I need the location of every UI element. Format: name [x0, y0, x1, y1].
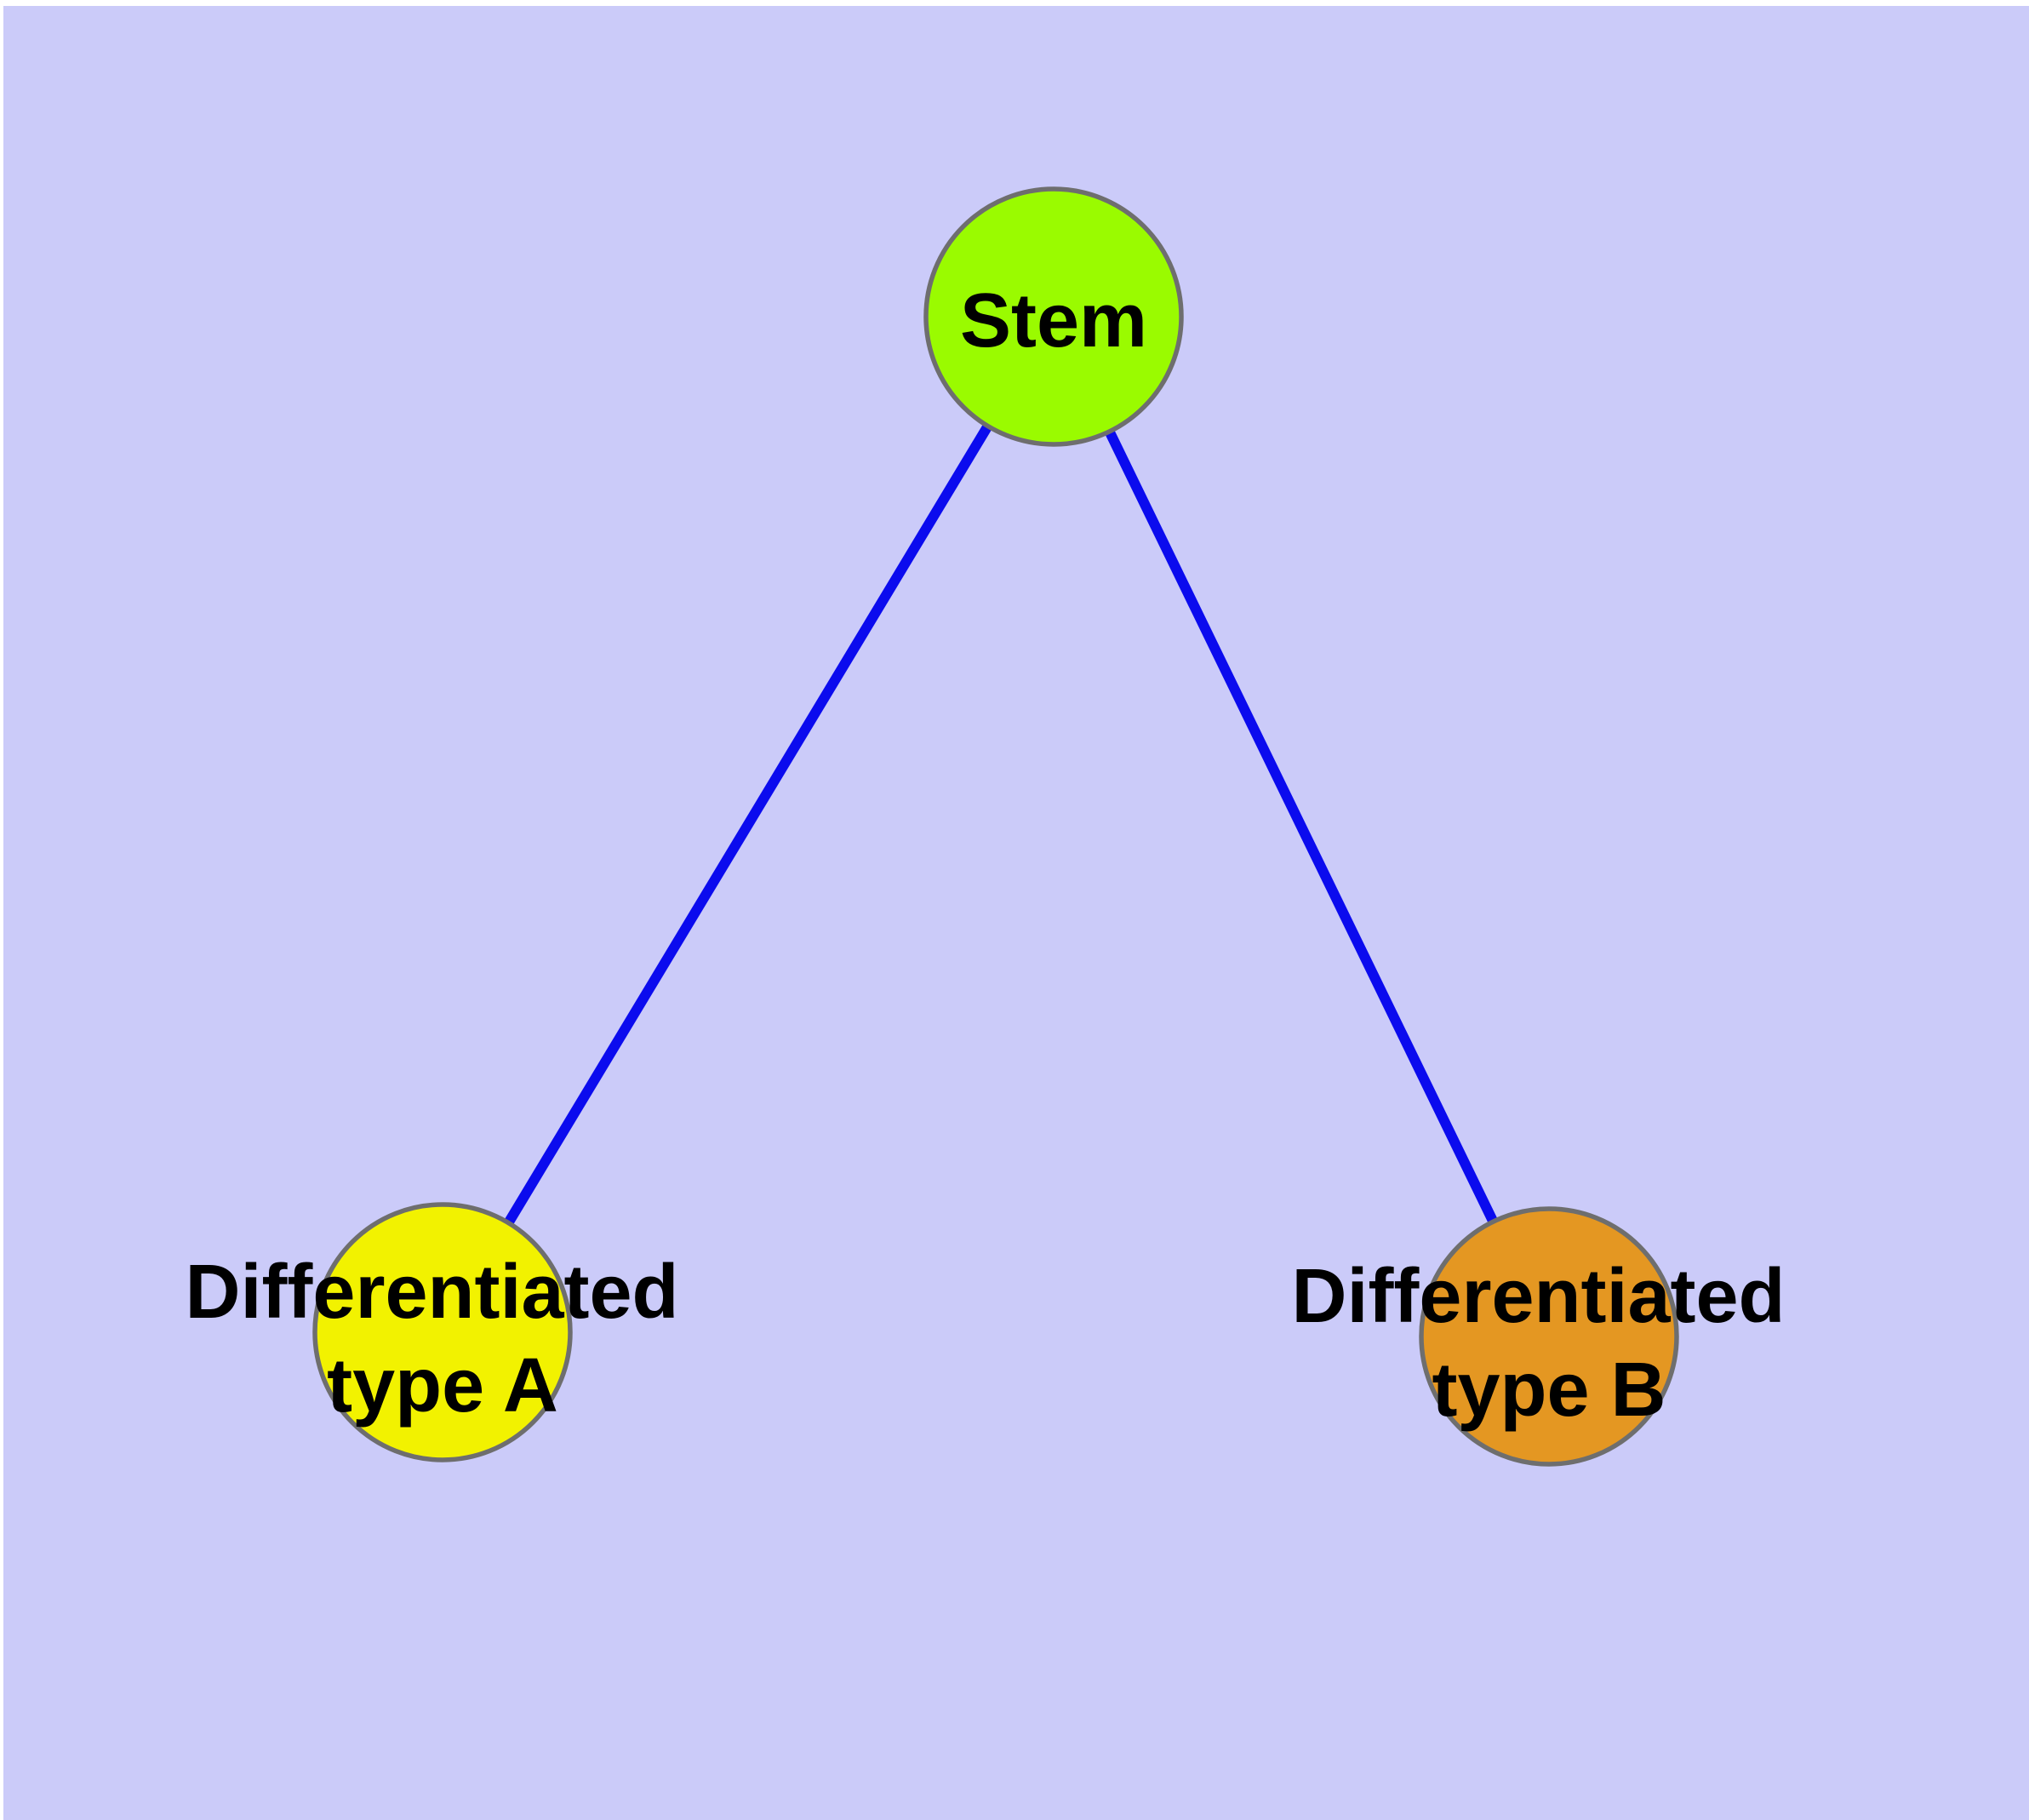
node-differentiated-type-a — [312, 1202, 573, 1462]
edge-stem-to-type-b — [1049, 314, 1554, 1339]
node-differentiated-type-a-label-line1: Differentiated — [185, 1250, 678, 1335]
node-stem-label: Stem — [960, 278, 1147, 363]
node-stem — [923, 186, 1184, 447]
diagram-background: Stem Differentiated type A Differentiate… — [3, 6, 2029, 1820]
node-differentiated-type-b-label-line2: type B — [1432, 1348, 1666, 1433]
graph-canvas: Stem Differentiated type A Differentiate… — [185, 186, 1806, 1467]
node-differentiated-type-b-label-line1: Differentiated — [1291, 1254, 1785, 1339]
edge-stem-to-type-a — [437, 313, 1059, 1336]
node-differentiated-type-b — [1419, 1206, 1679, 1467]
node-differentiated-type-b-label: Differentiated type B — [1291, 1254, 1806, 1433]
node-differentiated-type-a-label-line2: type A — [327, 1343, 558, 1428]
node-differentiated-type-a-label: Differentiated type A — [185, 1250, 700, 1428]
